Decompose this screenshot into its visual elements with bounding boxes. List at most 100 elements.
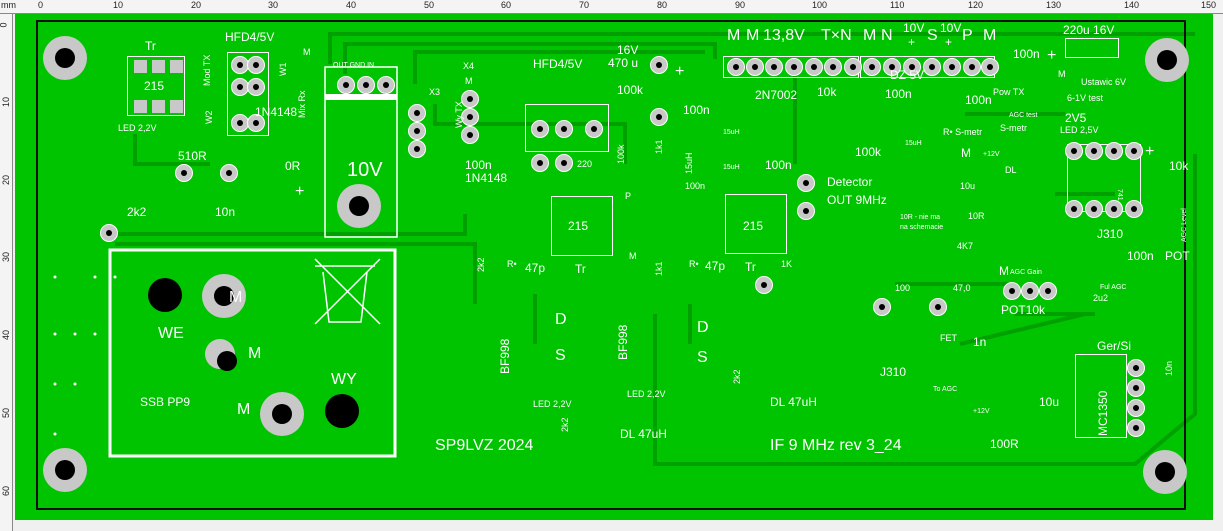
pot-pin[interactable]: [1021, 282, 1039, 300]
transformer-outline: [551, 196, 613, 256]
silk-label: 100n: [683, 103, 710, 117]
pad[interactable]: [152, 100, 165, 113]
ic-pin[interactable]: [1125, 142, 1143, 160]
pad[interactable]: [650, 56, 668, 74]
copper-traces: [53, 32, 1197, 466]
ic-pin[interactable]: [1065, 142, 1083, 160]
pad[interactable]: [650, 108, 668, 126]
x4-pin[interactable]: [461, 126, 479, 144]
ic-pin[interactable]: [1065, 200, 1083, 218]
ic-pin[interactable]: [1127, 359, 1145, 377]
pad[interactable]: [531, 154, 549, 172]
header-label: 10V: [940, 21, 962, 35]
pad[interactable]: [170, 60, 183, 73]
silk-label: Mod TX: [202, 54, 212, 86]
x3-pin[interactable]: [408, 122, 426, 140]
silk-label: 2k2: [560, 417, 570, 432]
silk-label: S: [697, 349, 708, 366]
out-9mhz-pad[interactable]: [797, 202, 815, 220]
header-pin[interactable]: [746, 58, 764, 76]
ic-pin[interactable]: [1127, 419, 1145, 437]
ruler-tick: 90: [735, 0, 746, 10]
pad[interactable]: [134, 60, 147, 73]
silk-label: MC1350: [1096, 390, 1110, 436]
regulator-pin[interactable]: [377, 76, 395, 94]
ruler-tick: 120: [968, 0, 984, 10]
header-pin[interactable]: [923, 58, 941, 76]
ic-pin[interactable]: [1085, 142, 1103, 160]
silk-label: AGC Gain: [1010, 269, 1042, 276]
silk-label: 1K: [781, 259, 793, 269]
pad[interactable]: [152, 60, 165, 73]
pad[interactable]: [755, 276, 773, 294]
silk-label: Ful AGC: [1100, 284, 1127, 291]
silk-label: Detector: [827, 175, 873, 189]
silk-label: M: [237, 401, 251, 418]
silk-label: LED 2,5V: [1060, 125, 1099, 135]
pad[interactable]: [175, 164, 193, 182]
header-pin[interactable]: [844, 58, 862, 76]
silk-label: BF998: [498, 338, 512, 374]
silk-label: S: [555, 347, 566, 364]
regulator-pin[interactable]: [357, 76, 375, 94]
header-label: T×N: [821, 27, 852, 44]
pad[interactable]: [873, 298, 891, 316]
silk-label: 1N4148: [255, 105, 298, 119]
detector-pad[interactable]: [797, 174, 815, 192]
pad[interactable]: [555, 120, 573, 138]
pad[interactable]: [929, 298, 947, 316]
ruler-horizontal: mm 0 10 20 30 40 50 60 70 80 90 100 110 …: [0, 0, 1223, 14]
x3-pin[interactable]: [408, 140, 426, 158]
pot-pin[interactable]: [1039, 282, 1057, 300]
pad[interactable]: [555, 154, 573, 172]
pad[interactable]: [247, 78, 265, 96]
pcb-board[interactable]: M M 13,8V T×N M N 10V S 10V P M + +: [15, 14, 1213, 520]
ic-pin[interactable]: [1105, 200, 1123, 218]
pad[interactable]: [585, 120, 603, 138]
ic-pin[interactable]: [1085, 200, 1103, 218]
pad[interactable]: [247, 56, 265, 74]
header-pin[interactable]: [981, 58, 999, 76]
pad[interactable]: [247, 114, 265, 132]
silk-label: 220u 16V: [1063, 23, 1115, 37]
x3-pin[interactable]: [408, 104, 426, 122]
ic-pin[interactable]: [1127, 379, 1145, 397]
pad[interactable]: [170, 100, 183, 113]
ic-pin[interactable]: [1127, 399, 1145, 417]
regulator-pin[interactable]: [337, 76, 355, 94]
regulator-mount-hole: [337, 184, 381, 228]
silk-label: X3: [429, 87, 441, 97]
header-pin[interactable]: [765, 58, 783, 76]
connector-wy-hole: [325, 394, 359, 428]
silk-label: 10R: [968, 211, 985, 221]
transformer-outline: [725, 194, 787, 254]
header-pin[interactable]: [785, 58, 803, 76]
pot-pin[interactable]: [1003, 282, 1021, 300]
x4-pin[interactable]: [461, 108, 479, 126]
silk-label: 2k2: [127, 205, 147, 219]
x4-pin[interactable]: [461, 90, 479, 108]
pad[interactable]: [220, 164, 238, 182]
header-pin[interactable]: [883, 58, 901, 76]
header-pin[interactable]: [943, 58, 961, 76]
header-pin[interactable]: [727, 58, 745, 76]
ic-pin[interactable]: [1125, 200, 1143, 218]
transformer-outline: [127, 56, 185, 116]
header-pin[interactable]: [824, 58, 842, 76]
header-label: M: [983, 27, 997, 44]
ic-pin[interactable]: [1105, 142, 1123, 160]
pad[interactable]: [134, 100, 147, 113]
pad[interactable]: [100, 224, 118, 242]
header-pin[interactable]: [805, 58, 823, 76]
header-pin[interactable]: [863, 58, 881, 76]
silk-label: 16V: [617, 43, 639, 57]
silk-label: W1: [278, 62, 288, 77]
pad[interactable]: [531, 120, 549, 138]
header-pin[interactable]: [963, 58, 981, 76]
ruler-tick: 10: [1, 96, 12, 108]
pad[interactable]: [231, 114, 249, 132]
ruler-tick: 110: [890, 0, 905, 10]
header-pin[interactable]: [903, 58, 921, 76]
silk-label: DL 47uH: [770, 395, 817, 409]
silk-label: 1n: [973, 335, 987, 349]
